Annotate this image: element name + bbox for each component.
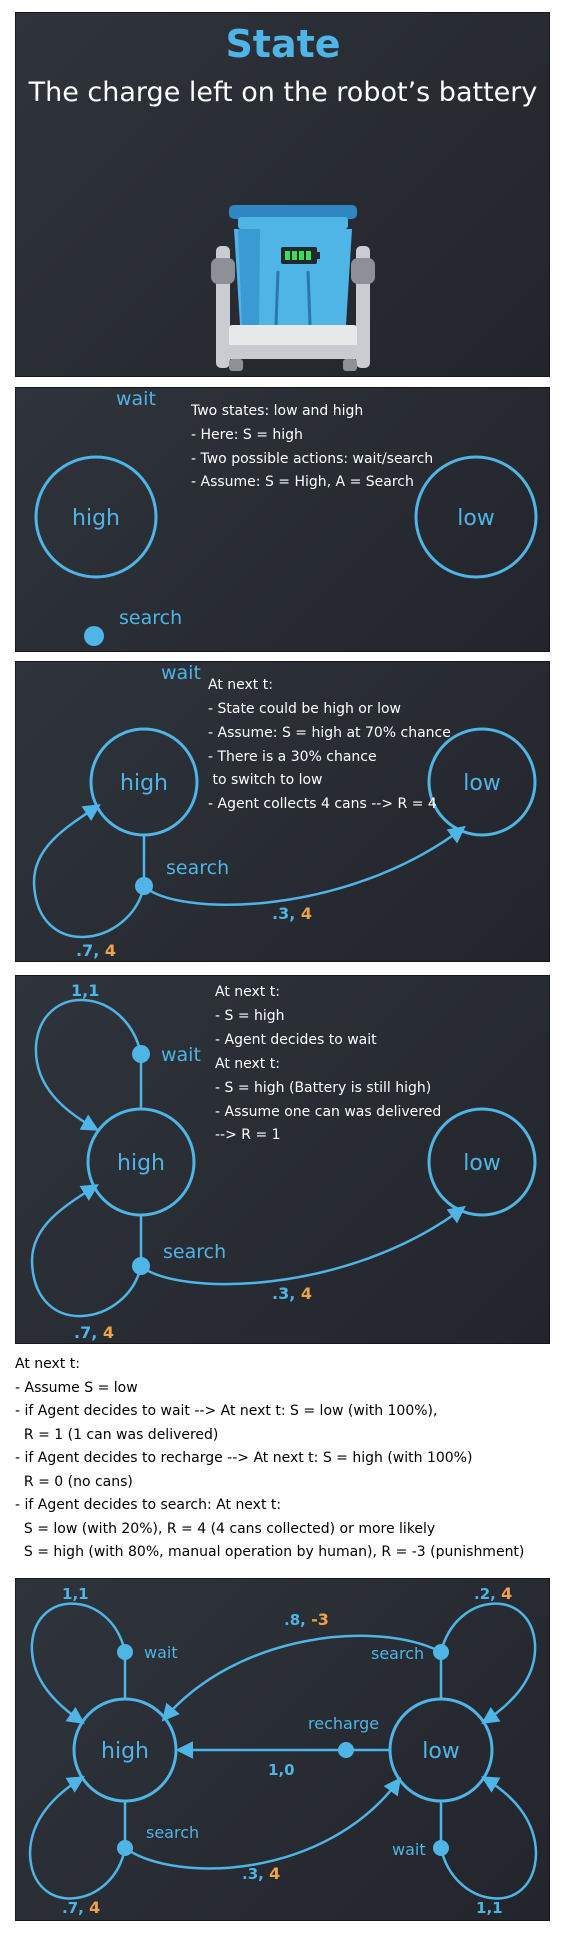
state-label-high: high: [72, 506, 120, 531]
panel-subtitle: The charge left on the robot’s battery: [28, 77, 538, 108]
prob-reward-high-search-low: .3, 4: [242, 1864, 280, 1883]
svg-text:.7, 4: .7, 4: [76, 941, 116, 960]
notes-text: At next t: - S = high - Agent decides to…: [215, 984, 441, 1143]
svg-text:- State could be high or low: - State could be high or low: [208, 701, 401, 717]
prob-reward-low: .3, 4: [272, 1284, 312, 1303]
svg-text:Two states: low and high: Two states: low and high: [190, 403, 363, 419]
action-label-high-wait: wait: [144, 1643, 178, 1662]
svg-text:- Assume one can was delivered: - Assume one can was delivered: [215, 1104, 441, 1120]
prob-reward-high: .7, 4: [74, 1323, 114, 1342]
action-label-wait: wait: [116, 388, 156, 410]
action-label-low-search: search: [371, 1644, 424, 1663]
state-node-low: [427, 727, 537, 837]
svg-text:- Assume: S = High, A = Search: - Assume: S = High, A = Search: [191, 474, 414, 490]
svg-text:.3, 4: .3, 4: [272, 904, 312, 923]
prob-reward-high: .7, 4: [76, 941, 116, 960]
arrow-high-search-to-low: [124, 1777, 402, 1870]
prob-reward-low-recharge: 1,0: [268, 1761, 295, 1779]
arrow-search-to-low: [143, 825, 466, 906]
svg-text:- S = high (Battery is still h: - S = high (Battery is still high): [215, 1080, 431, 1096]
notes-text: Two states: low and high - Here: S = hig…: [190, 403, 433, 490]
arrow-high-search-to-high: [28, 1776, 127, 1900]
prob-reward-high-search-high: .7, 4: [62, 1898, 100, 1917]
svg-text:At next t:: At next t:: [208, 677, 273, 693]
explanation-line: R = 1 (1 can was delivered): [15, 1426, 219, 1443]
state-node-high: [34, 455, 158, 579]
search-transition-panel: high low search wait .3, 4 .7, 4 At next…: [15, 661, 550, 962]
state-label-low: low: [463, 1151, 501, 1176]
svg-text:.3, 4: .3, 4: [272, 1284, 312, 1303]
prob-reward-low-wait: 1,1: [476, 1899, 503, 1917]
state-label-high: high: [101, 1739, 149, 1764]
explanation-line: At next t:: [15, 1356, 80, 1372]
svg-text:- S = high: - S = high: [215, 1008, 285, 1024]
action-label-search: search: [119, 607, 182, 629]
action-label-low-recharge: recharge: [308, 1714, 379, 1733]
arrow-low-search-to-low: [439, 1602, 537, 1724]
svg-text:- Agent collects 4 cans --> R: - Agent collects 4 cans --> R = 4: [208, 796, 437, 812]
robot-trashcan-icon: [211, 205, 375, 371]
action-label-wait: wait: [161, 1044, 201, 1066]
prob-reward-low-search-low: .2, 4: [474, 1584, 512, 1603]
arrow-search-to-low: [140, 1205, 466, 1286]
low-state-explanation: At next t: - Assume S = low - if Agent d…: [15, 1353, 550, 1560]
prob-reward-low-search-high: .8, -3: [284, 1610, 329, 1629]
action-label-high-search: search: [146, 1823, 199, 1842]
svg-text:- Assume: S = high at 70% chan: - Assume: S = high at 70% chance: [208, 725, 451, 741]
svg-text:to switch to low: to switch to low: [208, 772, 323, 788]
svg-text:--> R = 1: --> R = 1: [215, 1127, 281, 1143]
arrow-low-wait-to-low: [439, 1776, 538, 1900]
svg-text:- Two possible actions: wait/s: - Two possible actions: wait/search: [191, 451, 433, 467]
arrow-high-wait-to-high: [30, 1602, 127, 1724]
state-label-high: high: [117, 1151, 165, 1176]
notes-text: At next t: - State could be high or low …: [208, 677, 451, 812]
action-node-search: [84, 626, 104, 646]
explanation-line: S = low (with 20%), R = 4 (4 cans collec…: [15, 1520, 436, 1537]
state-node-low: [427, 1107, 537, 1217]
action-label-wait: wait: [161, 662, 201, 684]
state-title-panel: State The charge left on the robot’s bat…: [15, 12, 550, 377]
prob-reward-wait: 1,1: [71, 981, 99, 1000]
arrow-search-to-high: [30, 1184, 143, 1318]
arrow-wait-to-high: [34, 998, 143, 1131]
panel-title: State: [225, 22, 340, 66]
prob-reward-low: .3, 4: [272, 904, 312, 923]
explanation-line: S = high (with 80%, manual operation by …: [15, 1544, 525, 1560]
wait-transition-panel: high low wait 1,1 search .3, 4 .7, 4 At …: [15, 975, 550, 1344]
svg-text:At next t:: At next t:: [215, 1056, 280, 1072]
svg-text:- Here: S = high: - Here: S = high: [191, 427, 303, 443]
state-label-low: low: [422, 1739, 460, 1764]
state-label-high: high: [120, 771, 168, 796]
explanation-line: - if Agent decides to search: At next t:: [15, 1497, 282, 1513]
svg-text:.7, 4: .7, 4: [74, 1323, 114, 1342]
svg-text:At next t:: At next t:: [215, 984, 280, 1000]
explanation-line: - if Agent decides to recharge --> At ne…: [15, 1450, 473, 1466]
arrow-search-to-high: [32, 804, 146, 939]
state-node-low: [414, 455, 538, 579]
action-label-low-wait: wait: [392, 1840, 426, 1859]
explanation-line: - if Agent decides to wait --> At next t…: [15, 1403, 438, 1419]
explanation-line: - Assume S = low: [15, 1379, 138, 1396]
state-label-low: low: [457, 506, 495, 531]
two-states-panel: high low wait search Two states: low and…: [15, 387, 550, 652]
prob-reward-high-wait: 1,1: [62, 1585, 89, 1603]
action-label-search: search: [166, 857, 229, 879]
svg-text:1,1: 1,1: [71, 981, 99, 1000]
explanation-line: R = 0 (no cans): [15, 1473, 133, 1490]
full-mdp-panel: high low wait 1,1 search .7, 4 .3, 4 sea…: [15, 1578, 550, 1921]
svg-text:- There is a 30% chance: - There is a 30% chance: [208, 749, 377, 765]
svg-text:- Agent decides to wait: - Agent decides to wait: [215, 1032, 377, 1048]
action-label-search: search: [163, 1241, 226, 1263]
arrow-low-search-to-high: [161, 1634, 442, 1722]
state-label-low: low: [463, 771, 501, 796]
